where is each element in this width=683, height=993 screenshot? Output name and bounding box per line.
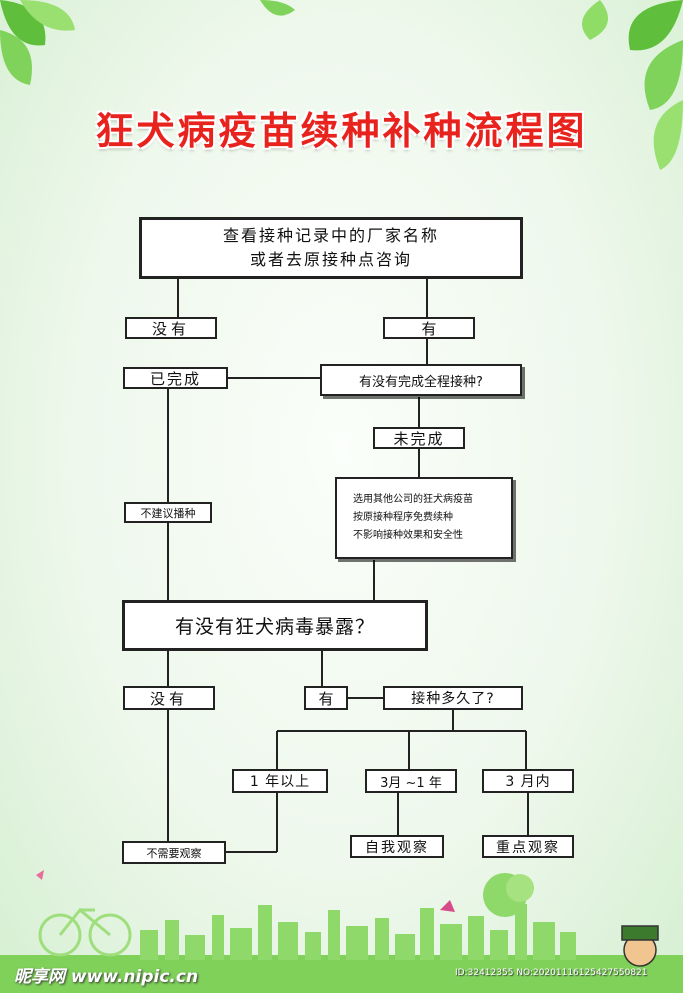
other-brand-line3: 不影响接种效果和安全性 — [353, 530, 463, 541]
self-observe-box: 自我观察 — [350, 835, 444, 858]
cartoon-character-decoration — [621, 925, 659, 967]
not-completed-box: 未完成 — [373, 427, 465, 449]
check-record-line2: 或者去原接种点咨询 — [249, 250, 412, 269]
yes-label-box-1: 有 — [383, 317, 475, 339]
exposure-question-box: 有没有狂犬病毒暴露？ — [122, 600, 428, 651]
leaf-decoration-top-left — [0, 0, 75, 85]
no-label-box-2: 没有 — [123, 686, 215, 710]
how-long-question-box: 接种多久了? — [383, 686, 523, 710]
full-course-question-box: 有没有完成全程接种? — [320, 364, 522, 396]
leaf-decoration-top-right — [582, 0, 683, 170]
check-record-line1: 查看接种记录中的厂家名称 — [222, 226, 439, 245]
check-record-box: 查看接种记录中的厂家名称 或者去原接种点咨询 — [139, 217, 523, 279]
within-three-months-box: 3 月内 — [482, 769, 574, 793]
not-recommended-box: 不建议播种 — [124, 502, 212, 523]
no-label-box-1: 没有 — [125, 317, 217, 339]
over-one-year-box: 1 年以上 — [232, 769, 328, 793]
footer-id: ID:32412355 NO:20201116125427550821 — [455, 968, 648, 978]
no-need-observe-box: 不需要观察 — [122, 841, 226, 864]
leaf-decoration-top-center — [260, 0, 295, 16]
three-months-to-year-box: 3月 ~1 年 — [365, 769, 457, 793]
page-title: 狂犬病疫苗续种补种流程图 — [95, 109, 588, 153]
other-brand-line2: 按原接种程序免费续种 — [353, 512, 453, 523]
other-brand-box: 选用其他公司的狂犬病疫苗 按原接种程序免费续种 不影响接种效果和安全性 — [335, 477, 513, 559]
completed-box: 已完成 — [123, 367, 228, 389]
key-observe-box: 重点观察 — [482, 835, 574, 858]
footer-logo: 昵享网 www.nipic.cn — [14, 967, 199, 987]
city-skyline-decoration — [0, 870, 683, 993]
other-brand-line1: 选用其他公司的狂犬病疫苗 — [353, 494, 473, 505]
yes-label-box-2: 有 — [304, 686, 348, 710]
